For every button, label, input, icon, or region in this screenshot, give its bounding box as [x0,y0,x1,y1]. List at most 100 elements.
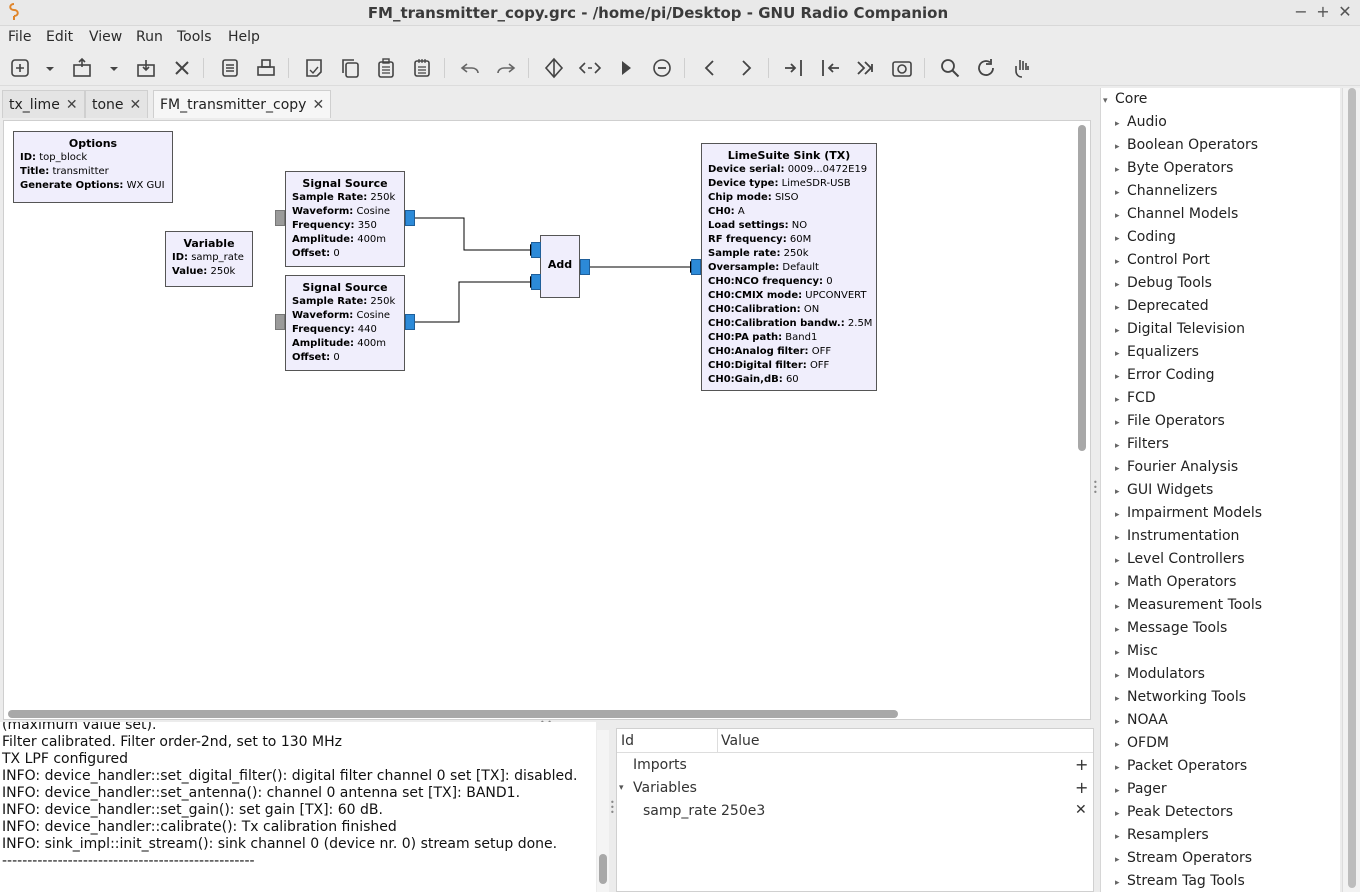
variable-id[interactable]: samp_rate [643,803,717,819]
tree-category-item[interactable]: ▸Math Operators [1115,574,1237,590]
tree-category-item[interactable]: ▸Control Port [1115,252,1210,268]
hand-icon[interactable] [1010,56,1034,80]
bypass-icon[interactable] [578,56,602,80]
tree-category-item[interactable]: ▸Digital Television [1115,321,1245,337]
input-port[interactable] [531,274,541,290]
cut-icon[interactable] [302,56,326,80]
tree-category-item[interactable]: ▸Stream Tag Tools [1115,873,1245,889]
variables-row[interactable]: Variables [633,780,697,796]
undo-icon[interactable] [458,56,482,80]
tree-category-item[interactable]: ▸Message Tools [1115,620,1228,636]
tree-category-item[interactable]: ▸Channelizers [1115,183,1218,199]
horizontal-scrollbar[interactable] [8,710,898,718]
tree-category-item[interactable]: ▸GUI Widgets [1115,482,1214,498]
tab-tx-lime[interactable]: tx_lime✕ [2,90,85,118]
minimize-button[interactable]: − [1294,2,1308,21]
tree-root-core[interactable]: ▾Core [1103,91,1148,107]
output-port[interactable] [405,314,415,330]
menu-help[interactable]: Help [228,29,260,45]
tree-category-item[interactable]: ▸Coding [1115,229,1176,245]
menu-run[interactable]: Run [136,29,163,45]
tree-category-item[interactable]: ▸Channel Models [1115,206,1239,222]
tree-category-item[interactable]: ▸Instrumentation [1115,528,1240,544]
add-variable-icon[interactable]: + [1075,778,1089,797]
pane-grip[interactable]: ••• [610,798,615,817]
tree-category-item[interactable]: ▸Pager [1115,781,1167,797]
tree-scrollbar[interactable] [1348,88,1356,888]
input-port[interactable] [691,259,701,275]
left-icon[interactable] [698,56,722,80]
tree-category-item[interactable]: ▸Debug Tools [1115,275,1212,291]
dropdown-icon[interactable] [102,56,118,80]
tree-category-item[interactable]: ▸Audio [1115,114,1167,130]
search-icon[interactable] [938,56,962,80]
tree-category-item[interactable]: ▸FCD [1115,390,1156,406]
delete-icon[interactable] [410,56,434,80]
preferences-icon[interactable] [218,56,242,80]
disabled-input-port[interactable] [275,210,285,226]
variable-block[interactable]: Variable ID: samp_rate Value: 250k [165,231,253,287]
new-icon[interactable] [8,56,32,80]
variable-value[interactable]: 250e3 [721,803,766,819]
save-icon[interactable] [134,56,158,80]
tree-scrollbar-track[interactable] [1342,88,1360,892]
disable-icon[interactable] [614,56,638,80]
column-id[interactable]: Id [621,733,635,749]
tree-category-item[interactable]: ▸OFDM [1115,735,1169,751]
output-port[interactable] [580,259,590,275]
find-icon[interactable] [782,56,806,80]
tree-category-item[interactable]: ▸Impairment Models [1115,505,1263,521]
add-block[interactable]: Add [540,235,580,298]
tree-category-item[interactable]: ▸Stream Operators [1115,850,1253,866]
tree-category-item[interactable]: ▸Fourier Analysis [1115,459,1239,475]
tree-category-item[interactable]: ▸Peak Detectors [1115,804,1233,820]
tree-category-item[interactable]: ▸NOAA [1115,712,1168,728]
expand-icon[interactable]: ▾ [619,783,624,793]
tree-category-item[interactable]: ▸Resamplers [1115,827,1209,843]
print-icon[interactable] [254,56,278,80]
tree-category-item[interactable]: ▸Boolean Operators [1115,137,1259,153]
tree-category-item[interactable]: ▸Error Coding [1115,367,1215,383]
tree-category-item[interactable]: ▸Equalizers [1115,344,1199,360]
tab-fm-transmitter-copy[interactable]: FM_transmitter_copy✕ [153,90,332,118]
column-value[interactable]: Value [721,733,760,749]
tab-tone[interactable]: tone✕ [85,90,149,118]
close-tab-icon[interactable]: ✕ [312,97,325,113]
stop-icon[interactable] [854,56,878,80]
console-scrollbar[interactable] [599,854,607,884]
screenshot-icon[interactable] [890,56,914,80]
tree-category-item[interactable]: ▸Deprecated [1115,298,1209,314]
generate-icon[interactable] [650,56,674,80]
pane-grip[interactable]: ••• [1093,478,1098,497]
tree-category-item[interactable]: ▸Measurement Tools [1115,597,1263,613]
dropdown-icon[interactable] [38,56,54,80]
maximize-button[interactable]: + [1316,2,1330,21]
add-import-icon[interactable]: + [1075,755,1089,774]
menu-view[interactable]: View [89,29,123,45]
signal-source-block[interactable]: Signal Source Sample Rate: 250k Waveform… [285,275,405,371]
options-block[interactable]: Options ID: top_block Title: transmitter… [13,131,173,203]
menu-edit[interactable]: Edit [46,29,74,45]
redo-icon[interactable] [494,56,518,80]
enable-icon[interactable] [542,56,566,80]
tree-category-item[interactable]: ▸Packet Operators [1115,758,1248,774]
copy-icon[interactable] [338,56,362,80]
input-port[interactable] [531,242,541,258]
tree-category-item[interactable]: ▸File Operators [1115,413,1225,429]
menu-file[interactable]: File [8,29,32,45]
close-window-button[interactable]: ✕ [1338,2,1352,21]
remove-variable-icon[interactable]: ✕ [1075,802,1087,818]
close-icon[interactable] [170,56,194,80]
paste-icon[interactable] [374,56,398,80]
imports-row[interactable]: Imports [633,757,687,773]
tree-category-item[interactable]: ▸Networking Tools [1115,689,1247,705]
tree-category-item[interactable]: ▸Byte Operators [1115,160,1234,176]
close-tab-icon[interactable]: ✕ [65,97,78,113]
signal-source-block[interactable]: Signal Source Sample Rate: 250k Waveform… [285,171,405,267]
right-icon[interactable] [734,56,758,80]
open-icon[interactable] [70,56,94,80]
close-tab-icon[interactable]: ✕ [129,97,142,113]
tree-category-item[interactable]: ▸Level Controllers [1115,551,1245,567]
vertical-scrollbar[interactable] [1078,125,1086,451]
disabled-input-port[interactable] [275,314,285,330]
